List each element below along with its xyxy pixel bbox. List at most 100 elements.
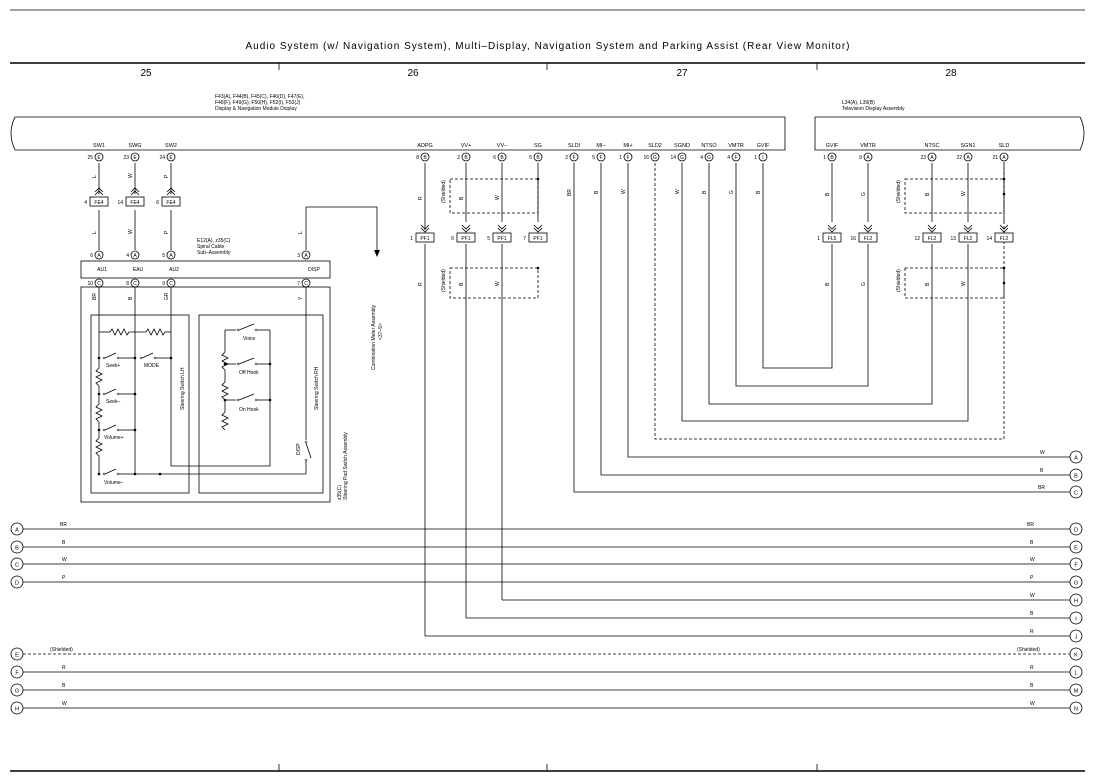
- off-page-connector: [1069, 665, 1083, 679]
- steering-pad-box: [80, 286, 331, 503]
- connector-pin-circle: [863, 152, 873, 162]
- terminal-label: VV+: [461, 143, 472, 149]
- pin-number: 1: [754, 155, 757, 161]
- connector-pin-circle: [731, 152, 741, 162]
- connector-name: FL2: [928, 236, 937, 242]
- svg-text:(Shielded): (Shielded): [896, 269, 902, 292]
- pin-number: 5: [529, 155, 532, 161]
- terminal-label: AU2: [169, 267, 179, 273]
- connector-letter: A: [866, 155, 870, 161]
- pin-number: 5: [487, 236, 490, 242]
- connector-letter: B: [830, 155, 834, 161]
- connector-name: FE4: [94, 200, 103, 206]
- steering-switch-lh-circuit: MODE Seek+ Seek– Volume+ Volume–: [95, 287, 306, 486]
- display-module-box: [10, 116, 786, 151]
- svg-text:W: W: [621, 189, 627, 194]
- connector-letter: A: [1002, 155, 1006, 161]
- pin-number: 2: [457, 155, 460, 161]
- off-page-letter: A: [15, 528, 19, 534]
- connector-letter: F: [626, 155, 629, 161]
- pin-number: 22: [956, 155, 962, 161]
- steering-pad-name: Steering Pad Switch Assembly: [343, 432, 349, 500]
- connector-letter: B: [423, 155, 427, 161]
- connector-name: PF1: [533, 236, 542, 242]
- svg-text:B: B: [825, 282, 831, 286]
- svg-text:W: W: [495, 281, 501, 286]
- off-page-letter: N: [1074, 707, 1078, 713]
- terminal-label: SGND: [674, 143, 690, 149]
- off-page-connector: [10, 557, 24, 571]
- pin-number: 4: [84, 200, 87, 206]
- pin-number: 4: [727, 155, 730, 161]
- svg-text:R: R: [418, 196, 424, 200]
- terminal-label: SLD2: [648, 143, 662, 149]
- connector-letter: A: [169, 253, 173, 259]
- off-page-connector: [1069, 522, 1083, 536]
- svg-text:W: W: [62, 701, 67, 707]
- svg-text:B: B: [925, 282, 931, 286]
- svg-text:B: B: [925, 192, 931, 196]
- column-number: 26: [407, 68, 419, 79]
- off-page-letter: C: [15, 563, 19, 569]
- connector-pf1: PF1 7: [523, 224, 548, 243]
- pin-number: 8: [126, 281, 129, 287]
- connector-pin-circle: [130, 250, 140, 260]
- pin-number: 14: [117, 200, 123, 206]
- connector-pin-circle: [166, 250, 176, 260]
- pf1-wiring: R (Shielded) B W R (Shielded) B W: [418, 163, 540, 636]
- connector-name: FL5: [828, 236, 837, 242]
- svg-text:B: B: [128, 296, 134, 300]
- steering-switch-rh-circuit: Voice Off Hook On Hook DISP: [221, 287, 312, 474]
- off-page-connector: [10, 665, 24, 679]
- column-number: 27: [676, 68, 688, 79]
- svg-text:(Shielded): (Shielded): [1017, 647, 1040, 653]
- pin-number: 7: [523, 236, 526, 242]
- terminal-label: SLDI: [568, 143, 581, 149]
- svg-text:W: W: [1040, 450, 1045, 456]
- connector-pin-circle: [623, 152, 633, 162]
- connector-pin-circle: [827, 152, 837, 162]
- combination-meter-ref: <37–5>: [378, 323, 384, 340]
- off-page-letter: E: [1074, 546, 1078, 552]
- off-page-letter: I: [1075, 617, 1077, 623]
- display-module-codes: F48(F), F49(G), F50(H), F52(I), F53(J): [215, 100, 301, 106]
- tv-assembly-box: [814, 116, 1085, 151]
- pin-number: 5: [592, 155, 595, 161]
- connector-name: FL2: [864, 236, 873, 242]
- connector-name: FL2: [1000, 236, 1009, 242]
- pin-number: 23: [123, 155, 129, 161]
- pin-number: 1: [817, 236, 820, 242]
- svg-text:B: B: [756, 190, 762, 194]
- off-page-letter: B: [1074, 474, 1078, 480]
- svg-text:G: G: [861, 192, 867, 196]
- svg-text:W: W: [495, 195, 501, 200]
- connector-letter: B: [464, 155, 468, 161]
- pin-number: 10: [87, 281, 93, 287]
- terminal-label: DISP: [308, 267, 320, 273]
- connector-name: PF1: [497, 236, 506, 242]
- terminal-label: VMTR: [860, 143, 876, 149]
- switch-label: Off Hook: [239, 370, 259, 376]
- off-page-letter: F: [15, 671, 19, 677]
- connector-fl5: FL5 1: [817, 224, 842, 243]
- svg-text:W: W: [1030, 701, 1035, 707]
- column-number: 25: [140, 68, 152, 79]
- connector-letter: B: [500, 155, 504, 161]
- terminal-label: MI–: [596, 143, 606, 149]
- off-page-letter: M: [1074, 689, 1079, 695]
- spiral-cable-name: Sub–Assembly: [197, 250, 231, 256]
- connector-letter: A: [97, 253, 101, 259]
- wire-color: L W P L W P BR B GR L Y: [92, 173, 304, 300]
- off-page-connector: [1069, 701, 1083, 715]
- svg-text:G: G: [729, 190, 735, 194]
- connector-letter: C: [169, 281, 173, 287]
- off-page-letter: A: [1074, 456, 1078, 462]
- connector-pin-circle: [569, 152, 579, 162]
- svg-text:W: W: [961, 191, 967, 196]
